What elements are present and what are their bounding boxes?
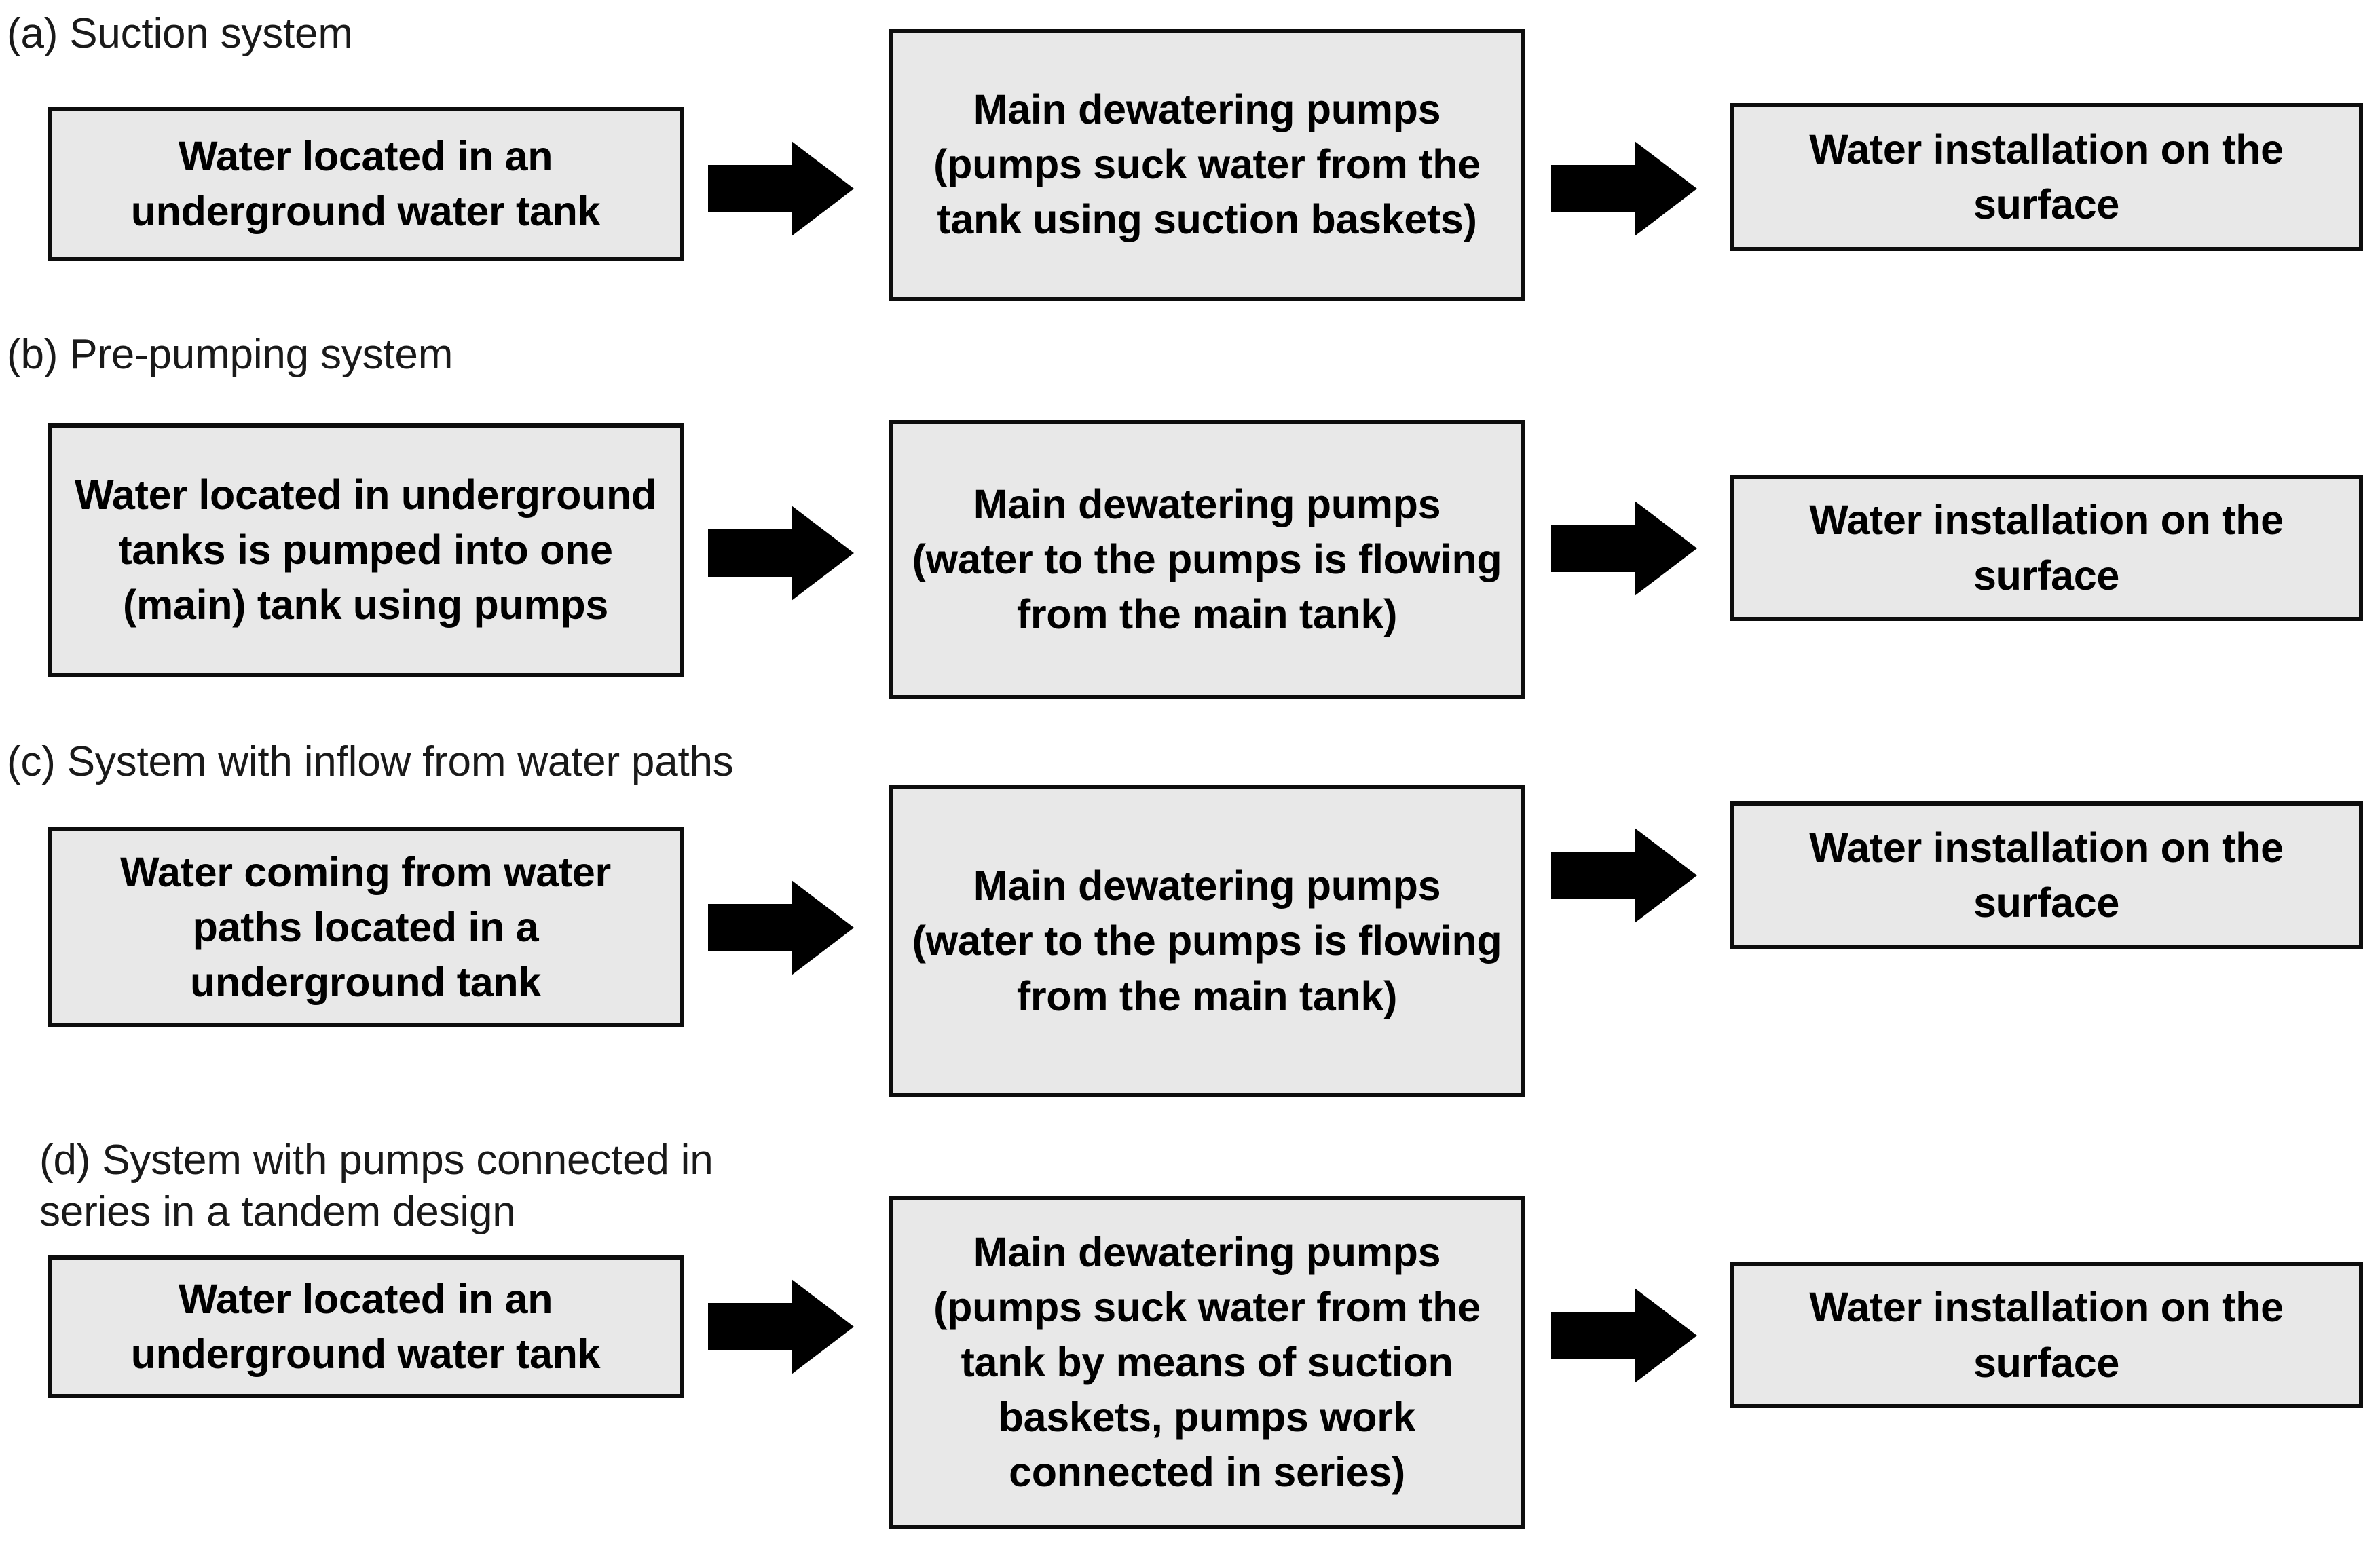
process-box-c-2: Main dewatering pumps (water to the pump… <box>889 785 1525 1097</box>
process-box-label: Water located in an underground water ta… <box>130 1275 601 1377</box>
process-box-b-3: Water installation on the surface <box>1730 475 2363 621</box>
section-caption-b: (b) Pre-pumping system <box>7 331 453 378</box>
section-caption-c: (c) System with inflow from water paths <box>7 738 734 785</box>
right-block-arrow-icon <box>1551 1288 1697 1383</box>
process-box-label: Water installation on the surface <box>1809 497 2284 599</box>
process-box-d-1: Water located in an underground water ta… <box>48 1255 684 1398</box>
section-caption-d: (d) System with pumps connected in serie… <box>39 1137 713 1235</box>
process-box-c-3: Water installation on the surface <box>1730 801 2363 949</box>
right-block-arrow-icon <box>708 880 854 975</box>
process-box-label: Water installation on the surface <box>1809 1284 2284 1386</box>
process-box-label: Water coming from water paths located in… <box>120 848 611 1006</box>
process-box-b-1: Water located in underground tanks is pu… <box>48 423 684 677</box>
right-block-arrow-icon <box>1551 141 1697 236</box>
process-box-label: Water located in an underground water ta… <box>130 132 601 234</box>
process-box-label: Main dewatering pumps (pumps suck water … <box>933 86 1481 243</box>
process-box-label: Main dewatering pumps (water to the pump… <box>912 480 1502 638</box>
right-block-arrow-icon <box>1551 828 1697 923</box>
right-block-arrow-icon <box>1551 501 1697 596</box>
process-box-label: Main dewatering pumps (water to the pump… <box>912 863 1502 1019</box>
process-box-a-3: Water installation on the surface <box>1730 103 2363 251</box>
process-box-label: Main dewatering pumps (pumps suck water … <box>933 1228 1481 1496</box>
process-box-d-2: Main dewatering pumps (pumps suck water … <box>889 1196 1525 1529</box>
process-box-label: Water located in underground tanks is pu… <box>75 471 656 628</box>
right-block-arrow-icon <box>708 1279 854 1374</box>
process-box-b-2: Main dewatering pumps (water to the pump… <box>889 420 1525 699</box>
right-block-arrow-icon <box>708 506 854 601</box>
process-box-label: Water installation on the surface <box>1809 824 2284 926</box>
process-box-label: Water installation on the surface <box>1809 126 2284 227</box>
process-box-a-1: Water located in an underground water ta… <box>48 107 684 261</box>
process-box-d-3: Water installation on the surface <box>1730 1262 2363 1408</box>
right-block-arrow-icon <box>708 141 854 236</box>
section-caption-a: (a) Suction system <box>7 10 353 57</box>
process-box-a-2: Main dewatering pumps (pumps suck water … <box>889 29 1525 301</box>
process-box-c-1: Water coming from water paths located in… <box>48 827 684 1027</box>
